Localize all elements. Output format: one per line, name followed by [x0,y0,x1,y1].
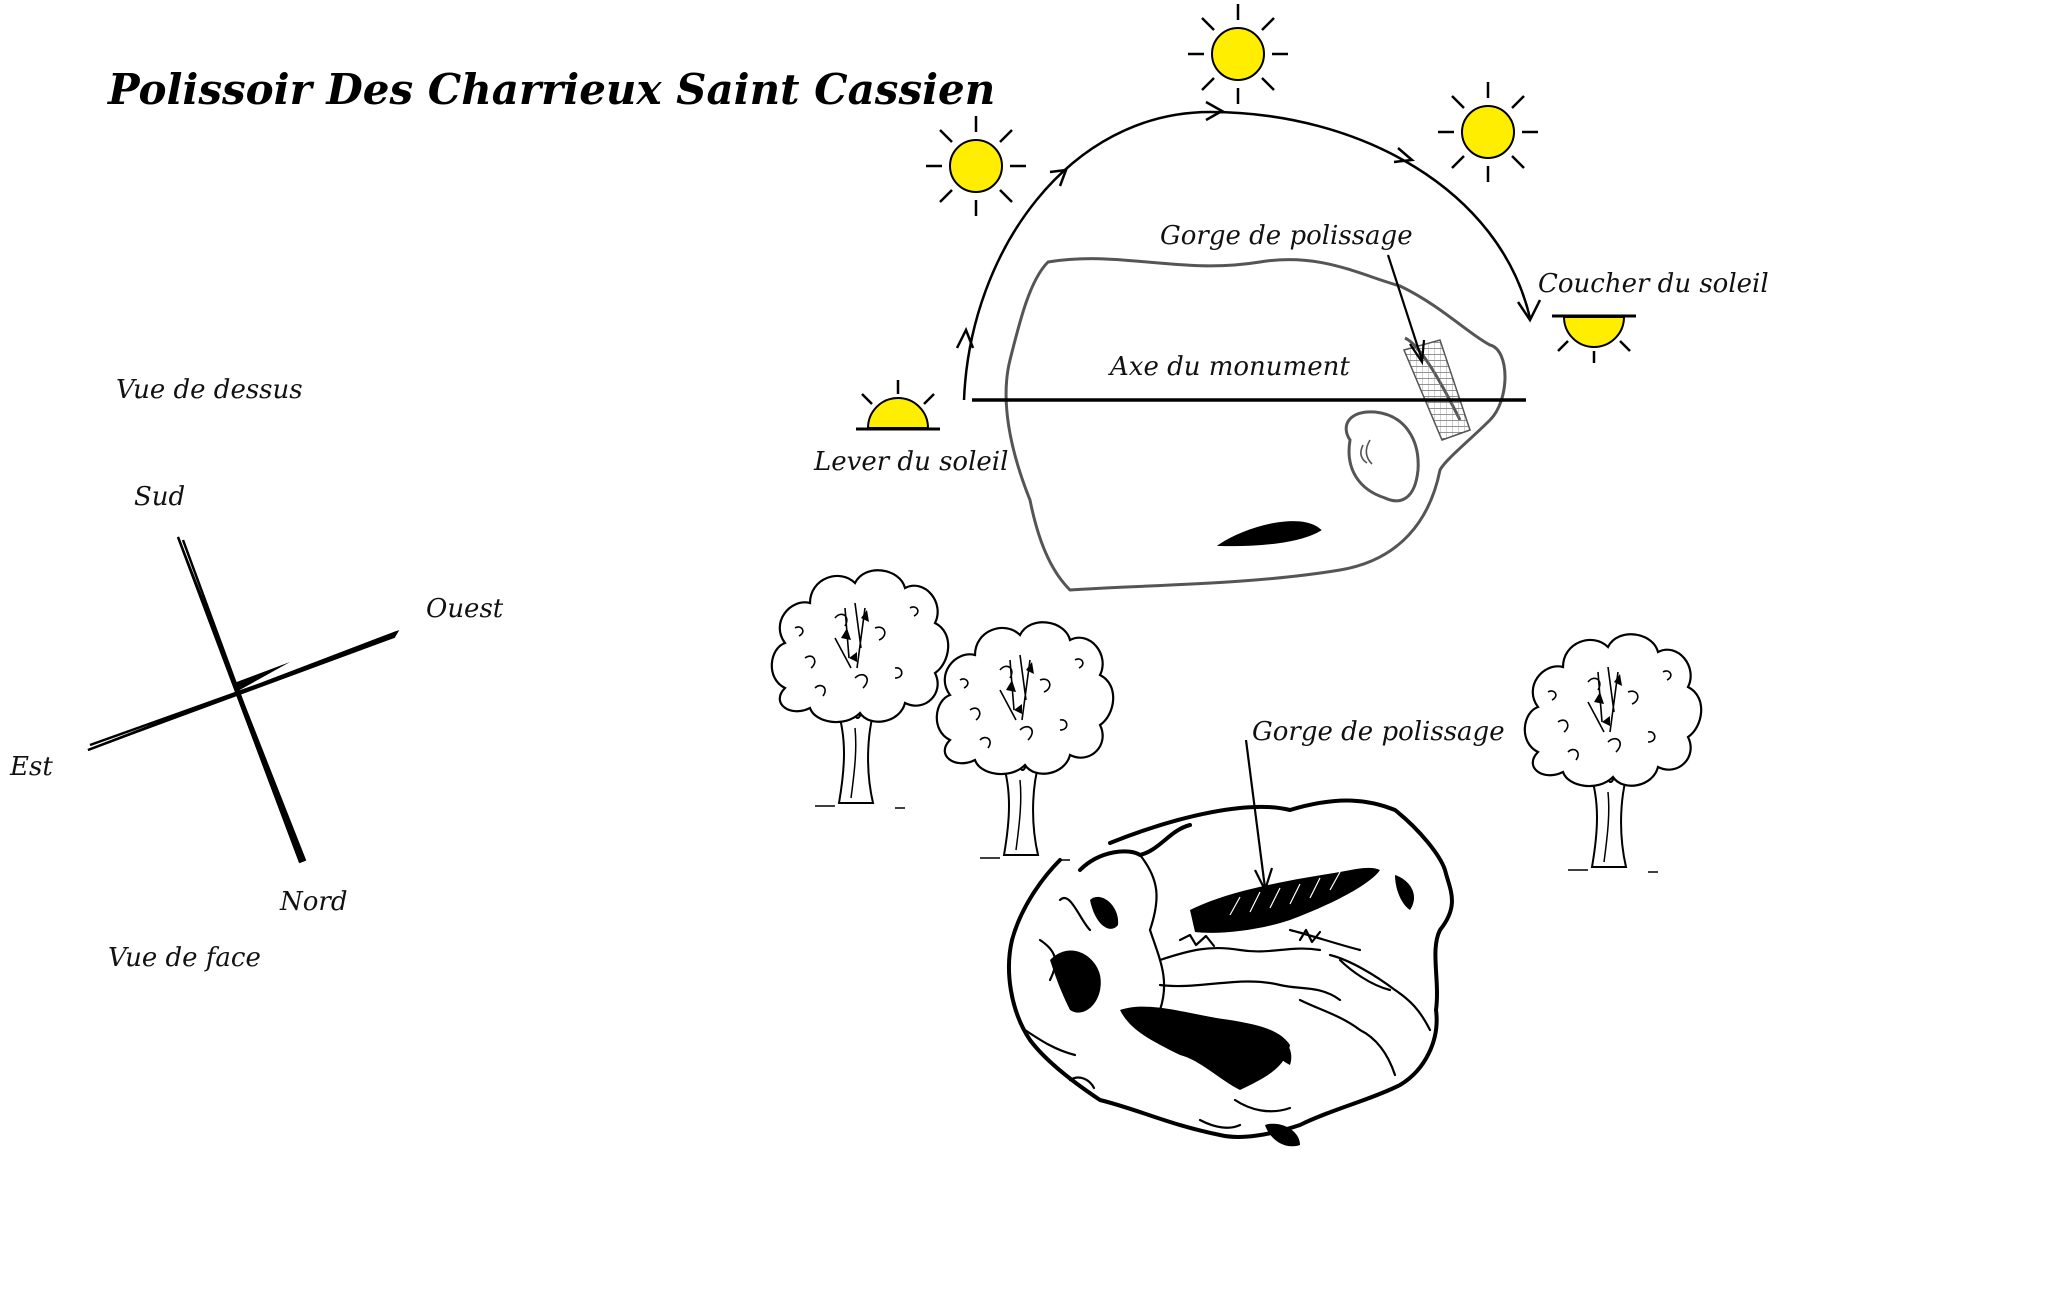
tree-icon [1523,633,1703,874]
groove-top-label: Gorge de polissage [1160,221,1413,251]
tree-icon [770,569,950,810]
polishing-groove-hatched [1402,339,1471,441]
sun-path-arc [962,110,1532,401]
monument-axis-label: Axe du monument [1108,352,1350,382]
sun-path-arrow-mid-right [1393,147,1415,164]
sun-path-arrow-top [1205,100,1225,122]
top-view-boulder [1344,410,1420,503]
sun-icon [1436,80,1540,184]
compass-south-label: Sud [134,482,185,512]
sun-path-arrow-rise [955,326,975,349]
groove-front-arrow [1244,739,1267,889]
sun-path-arrow-mid-left [1049,168,1068,187]
polishing-groove-front [1190,867,1380,933]
sun-icon [924,114,1028,218]
tree-icon [935,621,1115,862]
sunset-sun-icon [1552,314,1636,363]
sunrise-sun-icon [856,380,940,431]
sun-path-arrow-set [1516,299,1542,323]
front-view-stone [1007,798,1454,1147]
compass-icon [87,536,400,864]
compass-north-label: Nord [279,887,347,917]
sunrise-label: Lever du soleil [813,447,1008,477]
groove-top-arrow [1386,254,1424,361]
compass-east-label: Est [9,752,53,782]
groove-front-label: Gorge de polissage [1252,717,1505,747]
page-title: Polissoir Des Charrieux Saint Cassien [107,65,995,114]
top-view-stone [1004,257,1507,592]
compass-west-label: Ouest [426,594,504,624]
top-view-hollow [1216,521,1322,547]
sun-icon [1186,2,1290,106]
front-view-label: Vue de face [108,943,261,973]
sunset-label: Coucher du soleil [1538,269,1769,299]
top-view-label: Vue de dessus [116,375,303,405]
